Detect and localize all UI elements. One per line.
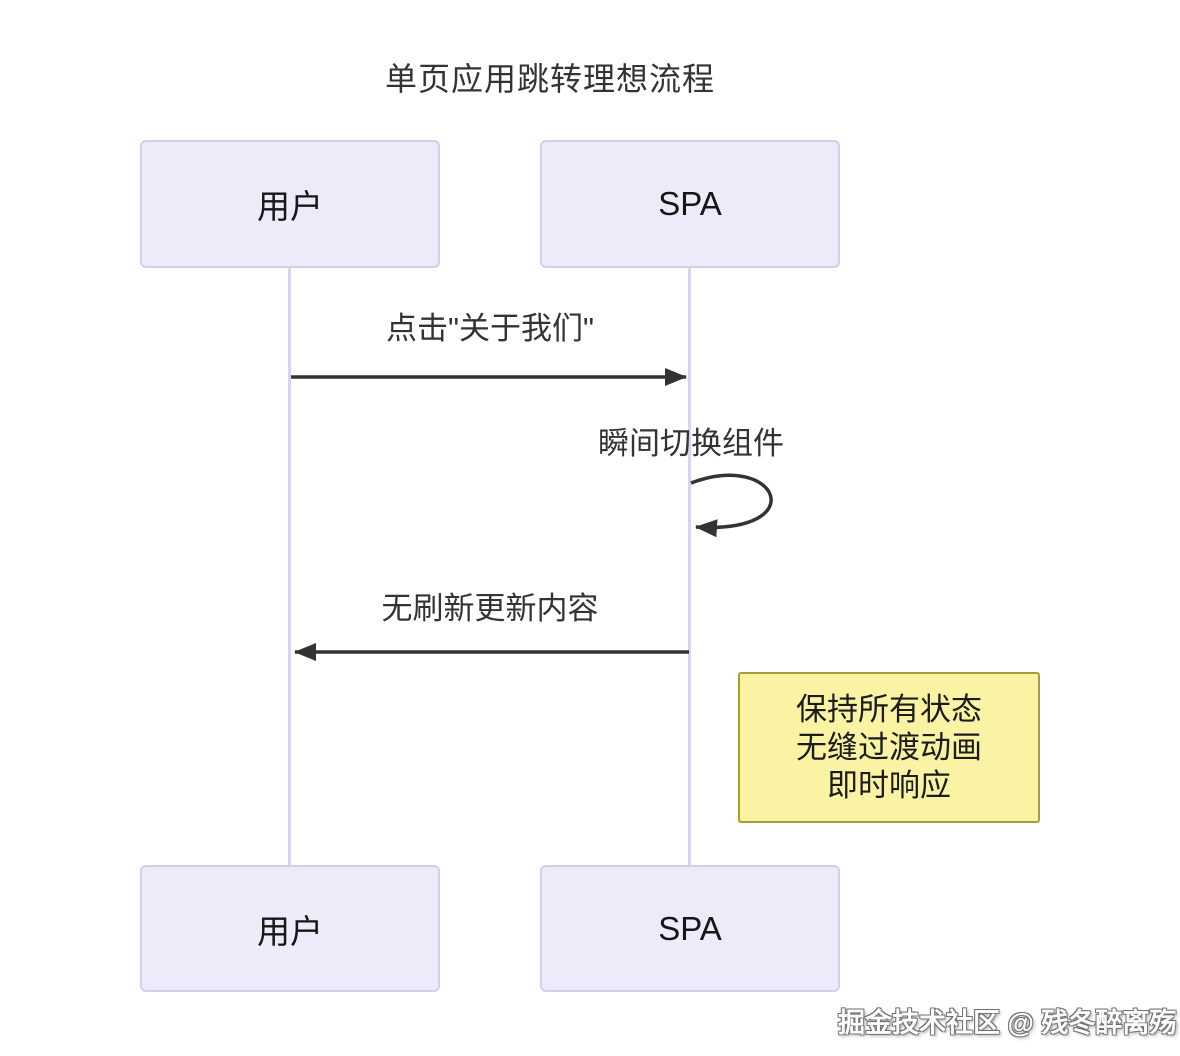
actor-spa-bottom: SPA [540,865,840,992]
actor-spa-top: SPA [540,140,840,268]
note-box: 保持所有状态 无缝过渡动画 即时响应 [738,672,1040,823]
actor-user-label: 用户 [257,188,323,225]
message-label-update: 无刷新更新内容 [381,591,599,626]
note-line: 无缝过渡动画 [796,729,982,765]
actor-user-top: 用户 [140,140,440,268]
lifeline-spa [688,268,691,865]
message-label-switch: 瞬间切换组件 [598,426,784,461]
note-line: 即时响应 [827,767,951,803]
diagram-title: 单页应用跳转理想流程 [384,61,715,97]
actor-spa-label: SPA [658,185,722,222]
lifeline-user [288,268,291,865]
actor-spa-label: SPA [658,909,722,947]
message-label-click: 点击"关于我们" [385,311,595,346]
self-loop-arrow [690,473,773,538]
actor-user-label: 用户 [257,912,323,950]
actor-user-bottom: 用户 [140,865,440,992]
watermark-text: 掘金技术社区 @ 残冬醉离殇 [838,1008,1177,1038]
note-line: 保持所有状态 [796,691,982,727]
